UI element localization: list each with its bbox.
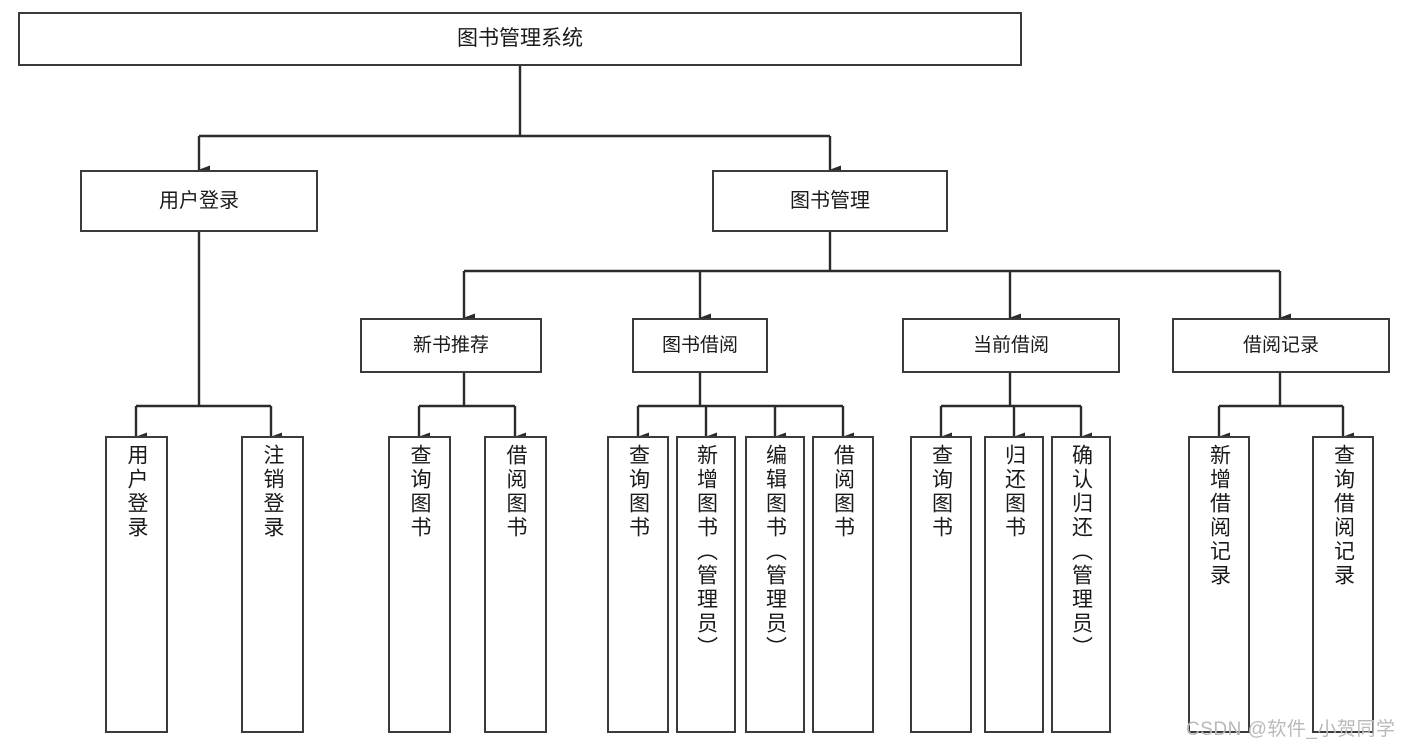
leaf-borrow-query-book[interactable]: 查询图书 xyxy=(607,436,669,733)
node-label: 新增图书（管理员） xyxy=(694,444,718,660)
node-label: 查询借阅记录 xyxy=(1331,444,1355,588)
leaf-current-confirm-return-admin[interactable]: 确认归还（管理员） xyxy=(1051,436,1111,733)
leaf-user-login-logout[interactable]: 注销登录 xyxy=(241,436,304,733)
node-label: 图书管理系统 xyxy=(457,27,583,51)
node-label: 确认归还（管理员） xyxy=(1069,444,1093,660)
node-new-book-recommend[interactable]: 新书推荐 xyxy=(360,318,542,373)
csdn-watermark: CSDN @软件_小贺同学 xyxy=(1186,719,1396,740)
node-borrow-record[interactable]: 借阅记录 xyxy=(1172,318,1390,373)
node-label: 借阅记录 xyxy=(1242,334,1319,356)
node-book-borrow[interactable]: 图书借阅 xyxy=(632,318,768,373)
node-label: 编辑图书（管理员） xyxy=(763,444,787,660)
node-current-borrow[interactable]: 当前借阅 xyxy=(902,318,1120,373)
node-label: 图书借阅 xyxy=(661,334,738,356)
node-label: 归还图书 xyxy=(1002,444,1026,540)
node-label: 查询图书 xyxy=(929,444,953,540)
leaf-recommend-query-book[interactable]: 查询图书 xyxy=(388,436,451,733)
node-label: 图书管理 xyxy=(790,189,870,212)
node-root-system[interactable]: 图书管理系统 xyxy=(18,12,1022,66)
node-label: 查询图书 xyxy=(626,444,650,540)
node-label: 查询图书 xyxy=(408,444,431,540)
node-label: 注销登录 xyxy=(261,444,284,540)
leaf-current-query-book[interactable]: 查询图书 xyxy=(910,436,972,733)
leaf-record-query-record[interactable]: 查询借阅记录 xyxy=(1312,436,1374,733)
leaf-recommend-borrow-book[interactable]: 借阅图书 xyxy=(484,436,547,733)
node-label: 借阅图书 xyxy=(504,444,527,540)
leaf-current-return-book[interactable]: 归还图书 xyxy=(984,436,1044,733)
node-book-management[interactable]: 图书管理 xyxy=(712,170,948,232)
node-label: 当前借阅 xyxy=(972,334,1049,356)
node-label: 用户登录 xyxy=(125,444,148,540)
leaf-record-add-record[interactable]: 新增借阅记录 xyxy=(1188,436,1250,733)
node-label: 用户登录 xyxy=(159,189,239,212)
node-label: 新增借阅记录 xyxy=(1207,444,1231,588)
leaf-borrow-add-book-admin[interactable]: 新增图书（管理员） xyxy=(676,436,736,733)
leaf-user-login-login[interactable]: 用户登录 xyxy=(105,436,168,733)
leaf-borrow-borrow-book[interactable]: 借阅图书 xyxy=(812,436,874,733)
leaf-borrow-edit-book-admin[interactable]: 编辑图书（管理员） xyxy=(745,436,805,733)
node-label: 借阅图书 xyxy=(831,444,855,540)
node-user-login[interactable]: 用户登录 xyxy=(80,170,318,232)
node-label: 新书推荐 xyxy=(412,334,489,356)
